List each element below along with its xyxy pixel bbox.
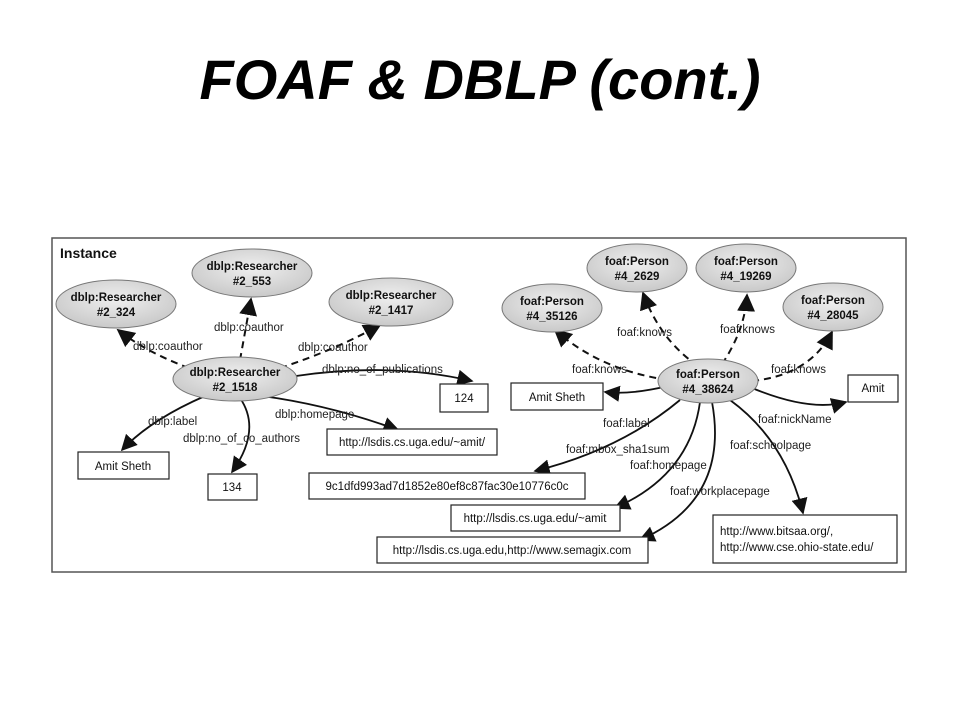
edge-mbox bbox=[533, 399, 681, 476]
svg-text:foaf:Person: foaf:Person bbox=[714, 256, 778, 268]
svg-text:Amit Sheth: Amit Sheth bbox=[95, 461, 151, 473]
svg-text:#4_28045: #4_28045 bbox=[807, 310, 859, 322]
edge-no-of-co-authors bbox=[231, 397, 251, 474]
node-researcher-2-1518: dblp:Researcher #2_1518 bbox=[172, 356, 298, 402]
edge-coauthor-right bbox=[279, 324, 382, 369]
svg-text:http://lsdis.cs.uga.edu/~amit/: http://lsdis.cs.uga.edu/~amit/ bbox=[339, 437, 486, 449]
edge-dblp-homepage bbox=[261, 395, 400, 433]
edge-no-of-publications bbox=[295, 369, 474, 386]
value-box-foaf-label: Amit Sheth bbox=[510, 382, 604, 411]
svg-text:#2_324: #2_324 bbox=[97, 307, 136, 319]
dblp-coauthor-edges bbox=[116, 297, 382, 373]
value-box-dblp-label: Amit Sheth bbox=[77, 451, 170, 480]
svg-text:foaf:Person: foaf:Person bbox=[605, 256, 669, 268]
label-coauthor-right: dblp:coauthor bbox=[298, 342, 368, 354]
label-workplace: foaf:workplacepage bbox=[670, 486, 770, 498]
node-person-4-19269: foaf:Person #4_19269 bbox=[695, 243, 797, 293]
edge-knows-28045 bbox=[751, 330, 833, 382]
edge-knows-19269 bbox=[721, 293, 756, 365]
edge-coauthor-left bbox=[116, 328, 201, 373]
panel-title: Instance bbox=[60, 245, 117, 261]
label-coauthor-mid: dblp:coauthor bbox=[214, 322, 284, 334]
svg-text:dblp:Researcher: dblp:Researcher bbox=[207, 261, 298, 273]
svg-text:foaf:Person: foaf:Person bbox=[520, 296, 584, 308]
svg-text:dblp:Researcher: dblp:Researcher bbox=[346, 290, 437, 302]
svg-text:http://www.bitsaa.org/,: http://www.bitsaa.org/, bbox=[720, 526, 833, 538]
value-box-dblp-homepage: http://lsdis.cs.uga.edu/~amit/ bbox=[326, 428, 498, 456]
svg-text:134: 134 bbox=[222, 482, 242, 494]
svg-text:9c1dfd993ad7d1852e80ef8c87fac3: 9c1dfd993ad7d1852e80ef8c87fac30e10776c0c bbox=[326, 481, 569, 493]
foaf-property-edges bbox=[533, 385, 848, 542]
label-mbox: foaf:mbox_sha1sum bbox=[566, 444, 670, 456]
value-box-co-authors: 134 bbox=[207, 473, 258, 501]
value-box-foaf-homepage: http://lsdis.cs.uga.edu/~amit bbox=[450, 504, 621, 532]
label-knows-4: foaf:knows bbox=[771, 364, 826, 376]
edge-foaf-nick bbox=[751, 387, 848, 414]
svg-text:#4_38624: #4_38624 bbox=[682, 384, 734, 396]
label-coauthor-left: dblp:coauthor bbox=[133, 341, 203, 353]
svg-text:Amit Sheth: Amit Sheth bbox=[529, 392, 585, 404]
label-no-of-co-authors: dblp:no_of_co_authors bbox=[183, 433, 300, 445]
label-foaf-homepage: foaf:homepage bbox=[630, 460, 707, 472]
svg-text:dblp:Researcher: dblp:Researcher bbox=[71, 292, 162, 304]
dblp-property-edges bbox=[120, 369, 474, 474]
edge-foaf-homepage bbox=[613, 401, 701, 510]
svg-text:#2_1518: #2_1518 bbox=[213, 382, 258, 394]
svg-text:foaf:Person: foaf:Person bbox=[801, 295, 865, 307]
label-school: foaf:schoolpage bbox=[730, 440, 811, 452]
node-researcher-2-1417: dblp:Researcher #2_1417 bbox=[328, 277, 454, 327]
value-box-workplace: http://lsdis.cs.uga.edu,http://www.semag… bbox=[376, 536, 649, 564]
node-person-4-38624: foaf:Person #4_38624 bbox=[657, 358, 759, 404]
svg-text:#2_553: #2_553 bbox=[233, 276, 271, 288]
node-person-4-28045: foaf:Person #4_28045 bbox=[782, 282, 884, 332]
node-researcher-2-553: dblp:Researcher #2_553 bbox=[191, 248, 313, 298]
edge-knows-35126 bbox=[553, 328, 669, 381]
svg-text:#2_1417: #2_1417 bbox=[369, 305, 414, 317]
value-box-school: http://www.bitsaa.org/, http://www.cse.o… bbox=[712, 514, 898, 564]
svg-text:124: 124 bbox=[454, 393, 474, 405]
node-researcher-2-324: dblp:Researcher #2_324 bbox=[55, 279, 177, 329]
svg-text:http://lsdis.cs.uga.edu/~amit: http://lsdis.cs.uga.edu/~amit bbox=[464, 513, 608, 525]
foaf-knows-edges bbox=[553, 291, 833, 382]
label-dblp-label: dblp:label bbox=[148, 416, 197, 428]
edge-coauthor-mid bbox=[239, 297, 257, 361]
svg-text:http://lsdis.cs.uga.edu,http:/: http://lsdis.cs.uga.edu,http://www.semag… bbox=[393, 545, 631, 557]
value-box-publications: 124 bbox=[439, 383, 489, 413]
svg-text:#4_35126: #4_35126 bbox=[526, 311, 577, 323]
label-foaf-label: foaf:label bbox=[603, 418, 650, 430]
edge-workplace bbox=[638, 401, 716, 542]
edge-dblp-label bbox=[120, 395, 206, 452]
svg-text:foaf:Person: foaf:Person bbox=[676, 369, 740, 381]
svg-text:#4_19269: #4_19269 bbox=[720, 271, 771, 283]
label-no-of-publications: dblp:no_of_publications bbox=[322, 364, 443, 376]
label-knows-3: foaf:knows bbox=[720, 324, 775, 336]
node-person-4-2629: foaf:Person #4_2629 bbox=[586, 243, 688, 293]
slide-title: FOAF & DBLP (cont.) bbox=[199, 48, 761, 111]
value-box-nick: Amit bbox=[847, 374, 899, 403]
label-nick: foaf:nickName bbox=[758, 414, 832, 426]
node-person-4-35126: foaf:Person #4_35126 bbox=[501, 283, 603, 333]
label-knows-1: foaf:knows bbox=[572, 364, 627, 376]
label-knows-2: foaf:knows bbox=[617, 327, 672, 339]
value-box-mbox: 9c1dfd993ad7d1852e80ef8c87fac30e10776c0c bbox=[308, 472, 586, 500]
edge-school bbox=[729, 399, 808, 515]
svg-text:dblp:Researcher: dblp:Researcher bbox=[190, 367, 281, 379]
svg-text:#4_2629: #4_2629 bbox=[615, 271, 660, 283]
svg-text:http://www.cse.ohio-state.edu/: http://www.cse.ohio-state.edu/ bbox=[720, 542, 874, 554]
svg-text:Amit: Amit bbox=[862, 383, 886, 395]
label-dblp-homepage: dblp:homepage bbox=[275, 409, 354, 421]
